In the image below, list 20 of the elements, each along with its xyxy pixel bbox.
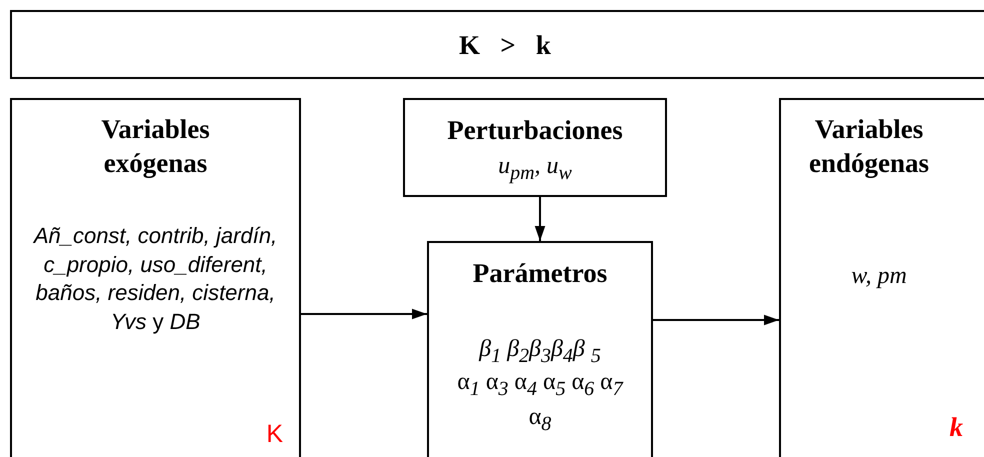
box-heading: Parámetros	[472, 257, 608, 290]
arrow	[301, 308, 427, 320]
arrow	[653, 314, 779, 326]
beta-parameters: β$_{1}$ β$_{2}$β$_{3}$β$_{4}$β $_{5}$	[478, 336, 602, 368]
box-heading: Variables exógenas	[100, 113, 211, 180]
set-symbol: K	[266, 420, 283, 449]
disturbance-symbols: u$_{pm}$, u$_{w}$	[497, 153, 573, 185]
box-heading: Variables endógenas	[808, 113, 930, 180]
variable-list: Añ_const, contrib, jardín, c_propio, uso_diferent, baños, residen, cisterna, Yvs y DB	[12, 222, 299, 336]
variable-list: w, pm	[781, 263, 977, 290]
header-box	[10, 10, 984, 79]
alpha-parameters: α$_{1}$ α$_{3}$ α$_{4}$ α$_{5}$ α$_{6}$ α$_{7}$ α$_{8}$	[456, 368, 624, 437]
header-text: K > k	[458, 29, 552, 62]
input-box	[10, 98, 301, 457]
parameter-box	[427, 241, 653, 457]
set-symbol: k	[950, 412, 963, 443]
box-heading: Perturbaciones	[446, 114, 624, 147]
disturbance-box	[403, 98, 667, 197]
arrow	[534, 197, 546, 241]
output-box	[779, 98, 984, 457]
